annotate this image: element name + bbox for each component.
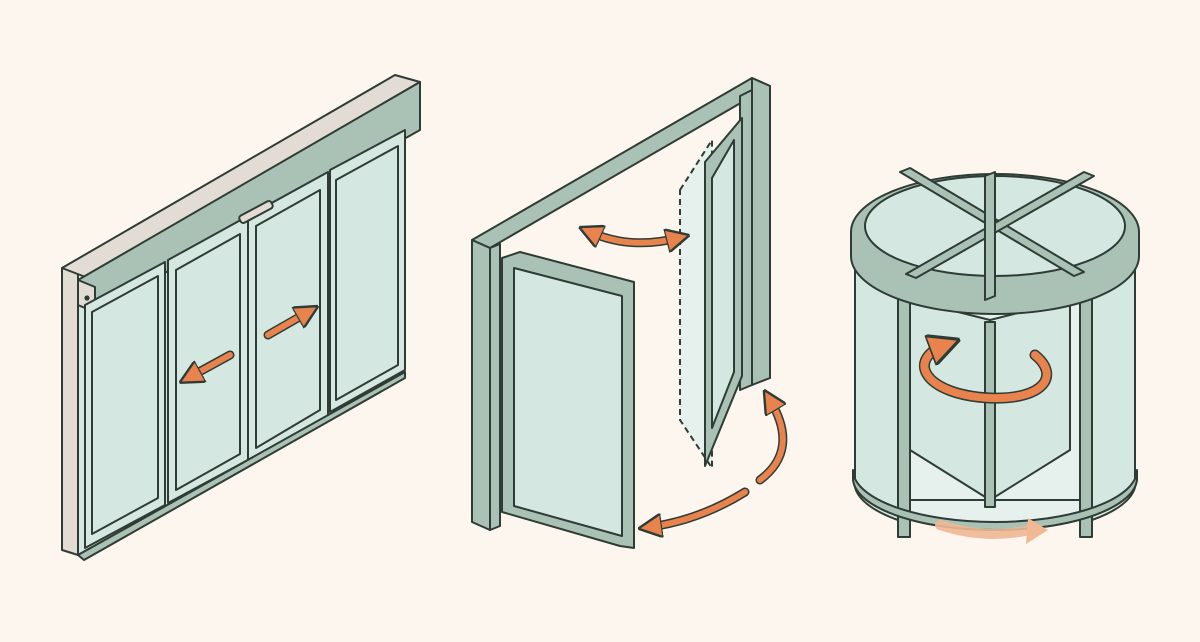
slide-apart-arrows [188, 311, 310, 378]
revolving-door-icon [850, 167, 1140, 538]
swing-door-icon [471, 77, 771, 549]
swing-open-arrows [590, 232, 788, 527]
rotate-arrows [919, 345, 1053, 544]
sliding-door-icon [61, 74, 421, 561]
